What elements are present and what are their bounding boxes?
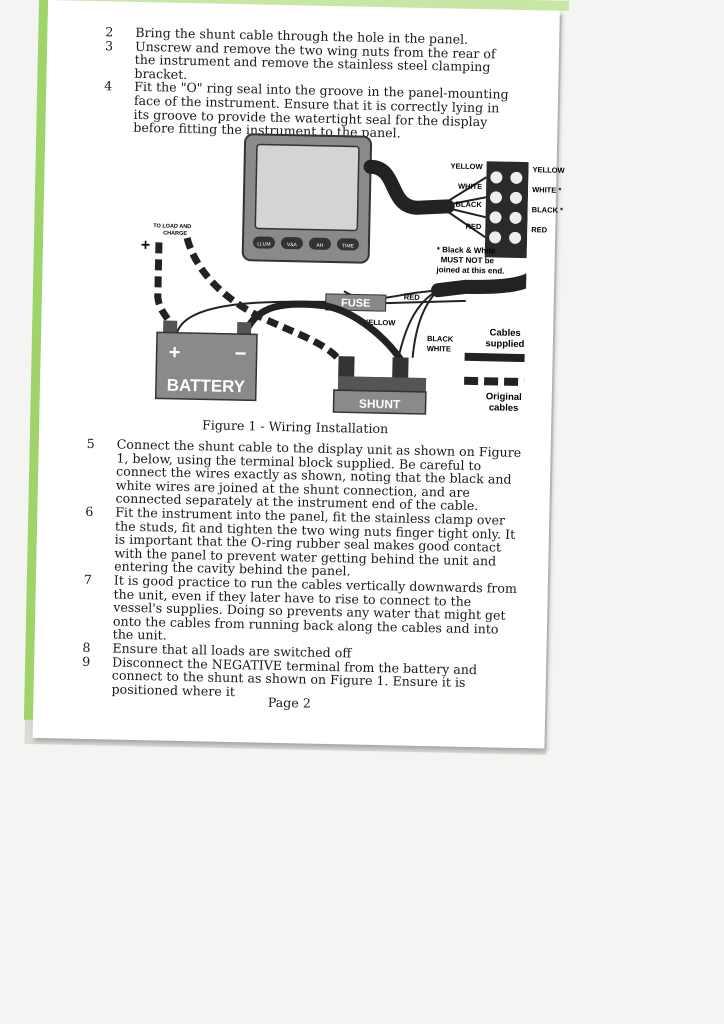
wire-label-right: BLACK * [531,205,564,215]
step-number: 6 [85,503,94,520]
legend-solid-swatch [464,352,530,363]
battery-label: BATTERY [167,376,246,397]
step-item: 7 It is good practice to run the cables … [83,571,520,650]
load-label: CHARGE [163,230,187,237]
wire-label-left: WHITE [458,182,482,192]
note-line: * Black & White [437,245,496,255]
battery-minus: − [235,343,247,365]
fuse-label: FUSE [341,297,371,310]
wire-label: BLACK [427,334,454,344]
legend-label: Cables [489,327,520,339]
button-label: TIME [342,243,355,249]
note-line: MUST NOT be [441,255,495,265]
load-label: TO LOAD AND [153,223,191,230]
wire-label: YELLOW [363,318,396,328]
step-text: It is good practice to run the cables ve… [112,572,518,643]
load-plus: + [141,237,151,254]
display-cable [363,159,455,215]
legend-label: cables [489,402,519,414]
display-buttons: LLUM V&A AH TIME [252,236,359,251]
step-number: 9 [82,653,91,669]
wire-label-left: RED [465,222,482,231]
wire-label-right: RED [531,225,548,235]
step-number: 8 [82,639,91,655]
button-label: AH [316,243,323,249]
shunt-cable [431,243,530,298]
legend-label: Original [486,391,522,403]
diagram-legend: Cables supplied Original cables [464,327,530,414]
step-number: 3 [104,37,114,53]
note-line: joined at this end. [435,265,504,275]
battery: + − BATTERY [154,320,258,402]
page-green-edge [23,0,49,720]
manual-page: 2 Bring the shunt cable through the hole… [23,0,570,749]
shunt-label: SHUNT [359,397,401,412]
step-number: 5 [86,435,95,452]
page-top-edge [39,0,570,11]
wire-label-left: BLACK [455,200,482,210]
step-item: 5 Connect the shunt cable to the display… [85,435,522,514]
step-item: 6 Fit the instrument into the panel, fit… [84,503,521,582]
step-number: 7 [83,571,93,587]
battery-plus: + [169,342,181,364]
wire-label-left: YELLOW [450,161,483,171]
instructions-bottom: 5 Connect the shunt cable to the display… [81,435,522,704]
step-number: 2 [105,24,114,40]
original-positive-cable [154,242,179,335]
terminal-block [484,161,529,259]
wire-labels-right: YELLOW WHITE * BLACK * RED [531,160,565,241]
wire-label: WHITE [427,344,451,354]
legend-dashed-swatch [464,376,530,387]
step-text: Fit the instrument into the panel, fit t… [113,504,516,579]
legend-label: supplied [485,338,524,350]
wire-label-right: YELLOW [532,165,565,175]
wire-label: RED [404,293,421,302]
wiring-diagram: LLUM V&A AH TIME YELLOW WHITE BLACK RED … [141,133,530,415]
button-label: V&A [287,242,298,248]
display-unit: LLUM V&A AH TIME [241,133,373,264]
shunt: SHUNT [332,356,427,415]
button-label: LLUM [257,241,270,247]
wire-label-right: WHITE * [532,185,562,195]
step-text: Connect the shunt cable to the display u… [115,436,522,514]
